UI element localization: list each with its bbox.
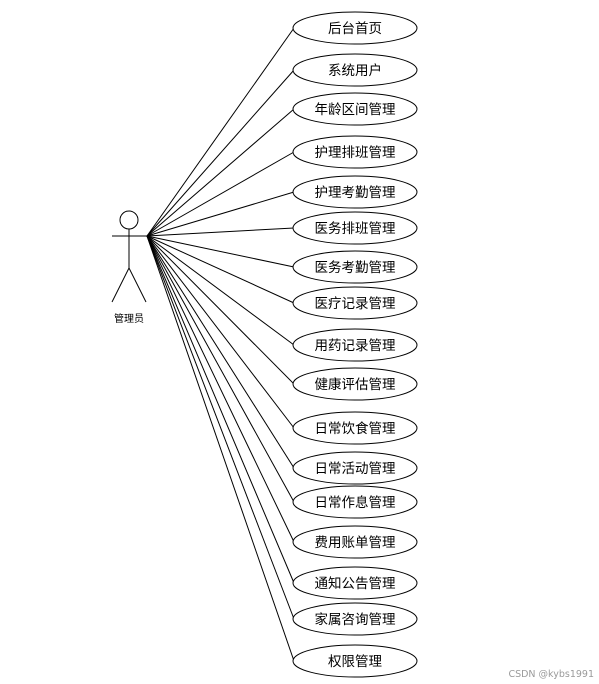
use-case: 通知公告管理 [292, 566, 418, 600]
use-case: 用药记录管理 [292, 328, 418, 362]
association-line [146, 227, 295, 237]
association-line [146, 235, 295, 346]
association-line [146, 108, 295, 237]
association-lines [146, 27, 295, 662]
use-case-label: 医疗记录管理 [315, 296, 396, 312]
use-case-ellipse [292, 525, 418, 559]
use-case-ellipse [292, 211, 418, 245]
use-case: 医务考勤管理 [292, 250, 418, 284]
use-case-ellipse [292, 411, 418, 445]
use-case-label: 权限管理 [328, 653, 382, 670]
use-case: 护理排班管理 [292, 135, 418, 169]
use-case: 护理考勤管理 [292, 175, 418, 209]
actor-right-leg [128, 267, 147, 303]
use-case-ellipse [292, 286, 418, 320]
association-line [146, 151, 295, 237]
association-line [146, 235, 295, 543]
actor-label: 管理员 [114, 312, 144, 325]
association-line [146, 235, 295, 620]
use-case-label: 通知公告管理 [315, 575, 396, 592]
use-case-label: 医务排班管理 [315, 221, 396, 237]
use-case-label: 健康评估管理 [315, 376, 396, 393]
use-case: 年龄区间管理 [292, 92, 418, 126]
use-case-ellipse [292, 92, 418, 126]
watermark: CSDN @kybs1991 [508, 669, 594, 680]
use-case: 权限管理 [292, 644, 418, 678]
use-case-ellipse [292, 11, 418, 45]
actor-head [119, 210, 139, 230]
use-case-ellipse [292, 602, 418, 636]
use-case-ellipse [292, 566, 418, 600]
use-case-ellipse [292, 175, 418, 209]
use-case-label: 费用账单管理 [315, 535, 396, 551]
use-case: 医疗记录管理 [292, 286, 418, 320]
use-case-list: 后台首页系统用户年龄区间管理护理排班管理护理考勤管理医务排班管理医务考勤管理医疗… [292, 11, 418, 678]
use-case-label: 日常活动管理 [315, 461, 396, 477]
use-case: 家属咨询管理 [292, 602, 418, 636]
use-case-ellipse [292, 250, 418, 284]
actor-administrator: 管理员 [111, 210, 147, 325]
use-case-label: 护理排班管理 [315, 145, 396, 161]
association-line [146, 235, 295, 662]
association-line [146, 235, 295, 385]
use-case-label: 家属咨询管理 [315, 611, 396, 628]
use-case-label: 日常作息管理 [315, 494, 396, 511]
association-line [146, 235, 295, 469]
actor-left-leg [111, 267, 130, 303]
use-case: 健康评估管理 [292, 367, 418, 401]
use-case-label: 年龄区间管理 [315, 102, 396, 118]
use-case-label: 用药记录管理 [315, 338, 396, 354]
use-case-ellipse [292, 53, 418, 87]
use-case: 系统用户 [292, 53, 418, 87]
association-line [146, 191, 295, 237]
use-case-ellipse [292, 644, 418, 678]
use-case-ellipse [292, 451, 418, 485]
association-line [146, 235, 295, 503]
use-case-label: 医务考勤管理 [315, 260, 396, 276]
use-case-ellipse [292, 135, 418, 169]
use-case-label: 系统用户 [328, 62, 382, 79]
use-case: 日常饮食管理 [292, 411, 418, 445]
association-line [146, 235, 295, 584]
use-case-ellipse [292, 485, 418, 519]
association-line [146, 235, 295, 304]
use-case: 日常作息管理 [292, 485, 418, 519]
use-case-label: 日常饮食管理 [315, 420, 396, 437]
association-line [146, 69, 295, 237]
use-case: 后台首页 [292, 11, 418, 45]
use-case-label: 后台首页 [328, 21, 382, 37]
use-case-ellipse [292, 328, 418, 362]
association-line [146, 235, 295, 429]
use-case-label: 护理考勤管理 [315, 185, 396, 201]
association-line [146, 235, 295, 268]
use-case: 日常活动管理 [292, 451, 418, 485]
use-case-ellipse [292, 367, 418, 401]
use-case: 费用账单管理 [292, 525, 418, 559]
use-case: 医务排班管理 [292, 211, 418, 245]
association-line [146, 27, 295, 237]
